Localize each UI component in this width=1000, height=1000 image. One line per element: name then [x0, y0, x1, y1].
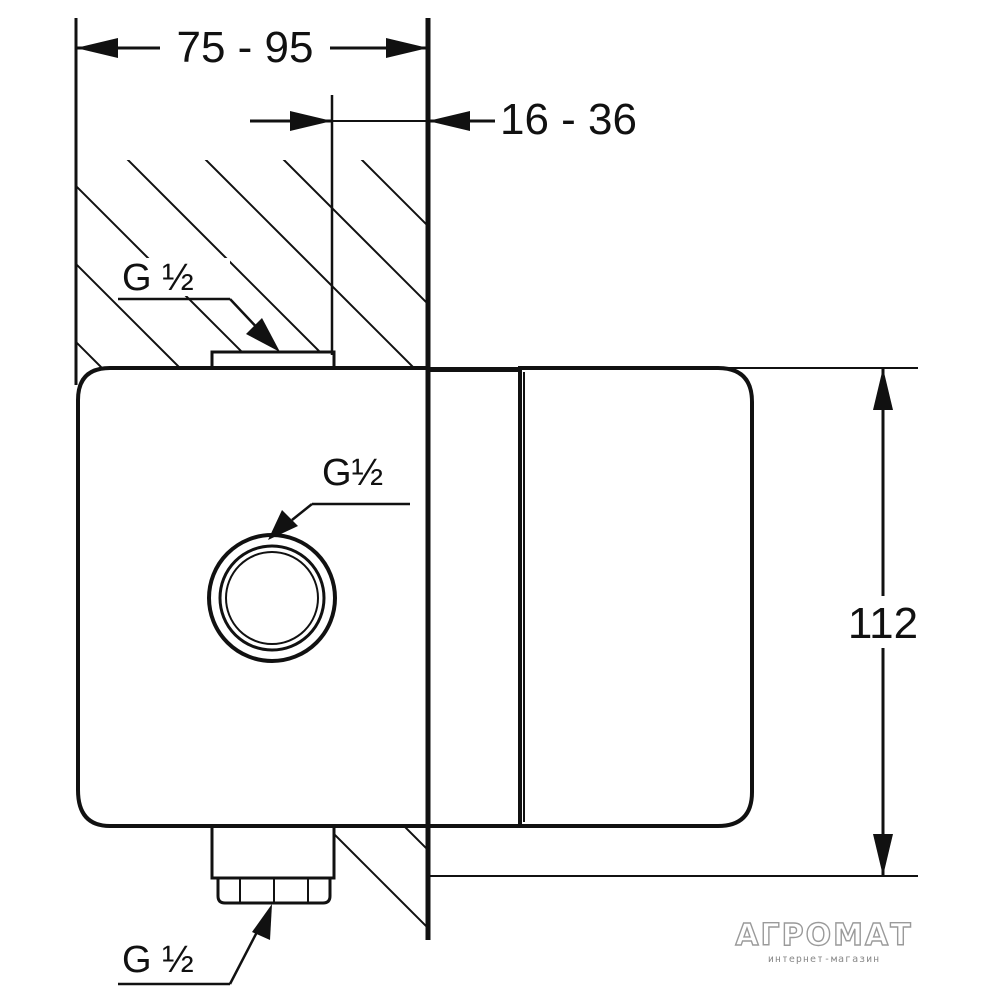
dimension-wall-offset: 16 - 36 — [250, 95, 637, 144]
dimension-label-height: 112 — [848, 599, 918, 648]
dimension-label-top: 75 - 95 — [177, 23, 314, 72]
watermark-brand: АГРОМАТ — [735, 918, 912, 953]
dimension-height: 112 — [428, 367, 924, 877]
dimension-top-overall: 75 - 95 — [76, 18, 428, 72]
front-connection-port — [207, 533, 337, 663]
label-front-connection: G½ — [322, 452, 383, 494]
label-top-connection: G ½ — [122, 257, 194, 299]
bottom-connection-fitting — [210, 824, 336, 905]
watermark-logo: АГРОМАТ интернет-магазин — [735, 917, 912, 965]
cover-plate — [518, 366, 754, 828]
watermark-tagline: интернет-магазин — [768, 954, 880, 965]
top-connection-stub — [210, 350, 336, 370]
cover-plate-spacer — [426, 368, 522, 828]
leader-top-connection: G ½ — [118, 257, 280, 352]
wall-hatch — [76, 160, 428, 940]
dimension-label-wall-offset: 16 - 36 — [500, 95, 637, 144]
leader-front-connection: G½ — [268, 452, 410, 540]
valve-housing — [76, 366, 430, 828]
label-bottom-connection: G ½ — [122, 939, 194, 981]
leader-bottom-connection: G ½ — [118, 904, 272, 986]
